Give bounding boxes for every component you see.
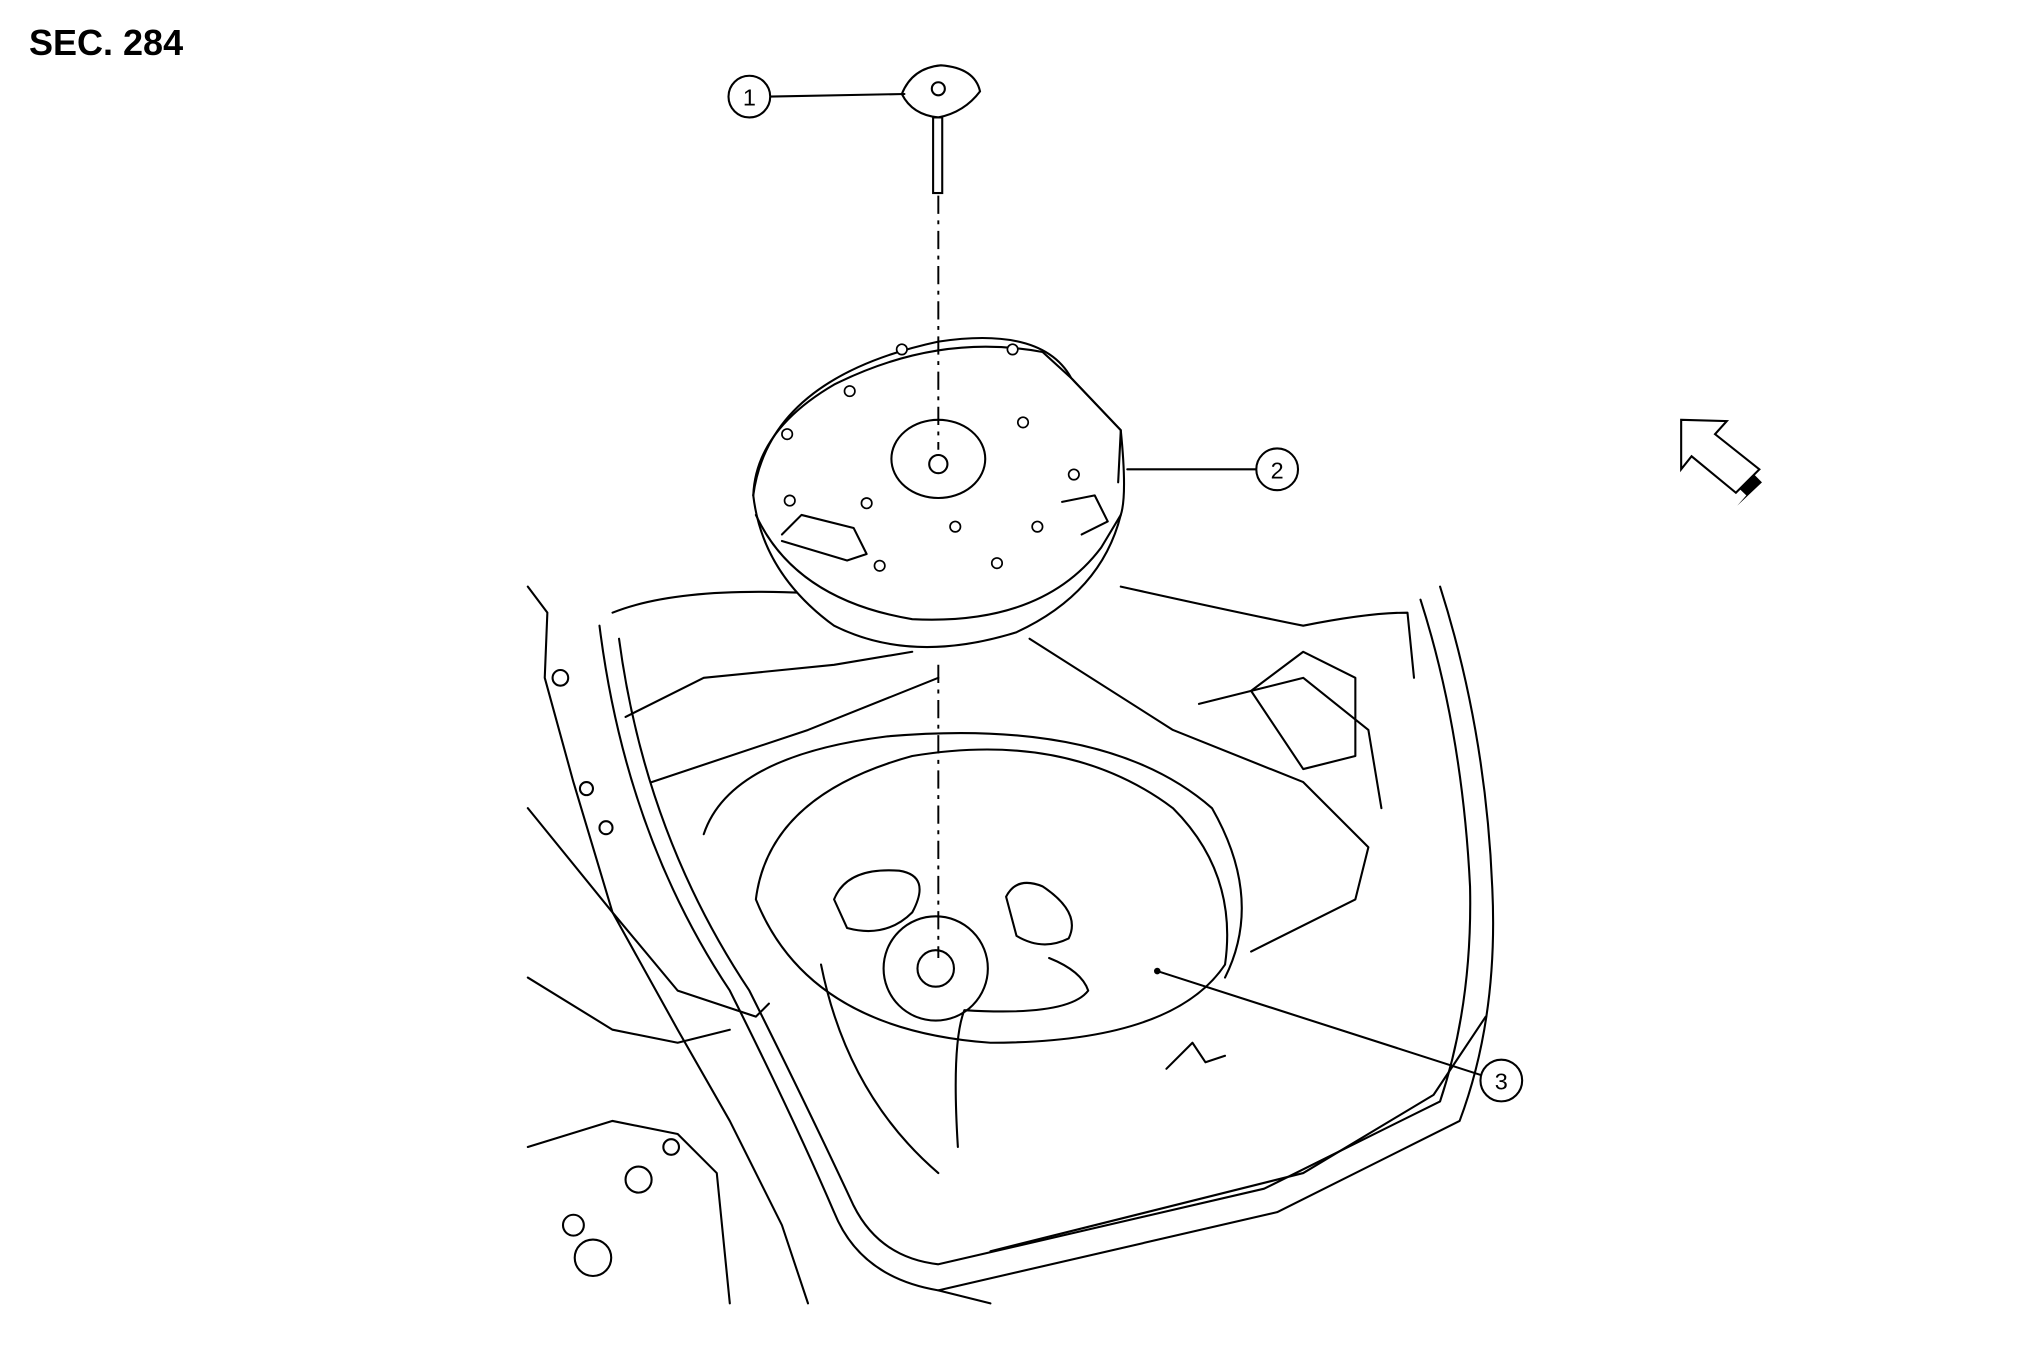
vehicle-body-trunk <box>526 585 1495 1305</box>
callout-1-number: 1 <box>743 85 756 111</box>
spare-tire-cover <box>752 336 1126 649</box>
callout-1: 1 <box>727 74 906 119</box>
callout-3: 3 <box>1156 970 1524 1103</box>
spare-tire-well <box>702 732 1243 1175</box>
spare-tire-hold-down-bolt <box>900 64 982 195</box>
callout-3-number: 3 <box>1495 1069 1508 1095</box>
arrow-front-icon <box>1680 418 1762 506</box>
callout-2-number: 2 <box>1271 457 1284 483</box>
callout-2: 2 <box>1126 447 1300 492</box>
section-label: SEC. 284 <box>29 22 184 63</box>
